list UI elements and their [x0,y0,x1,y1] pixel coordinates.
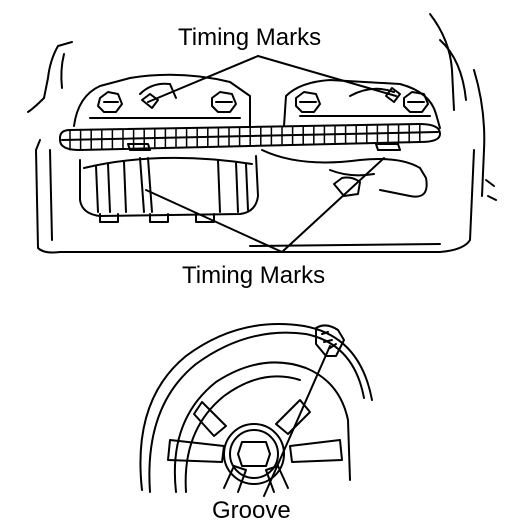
timing-marks-label-middle: Timing Marks [182,262,326,289]
engine-outline [28,14,496,253]
camshaft-caps [74,75,440,128]
timing-marks-label-top: Timing Marks [178,24,322,51]
cap-bolts [98,92,428,112]
chain-links [70,124,420,149]
bolt-3 [296,92,320,112]
bolt-4 [404,92,428,112]
bolt-1 [98,92,122,112]
left-sprocket [80,144,258,222]
bolt-2 [212,92,236,112]
timing-chain [60,124,440,150]
leader-lines [146,56,396,496]
cam-timing-marks [142,88,400,108]
right-cam [262,144,427,197]
crank-pulley [140,324,372,492]
groove-label: Groove [212,497,291,524]
